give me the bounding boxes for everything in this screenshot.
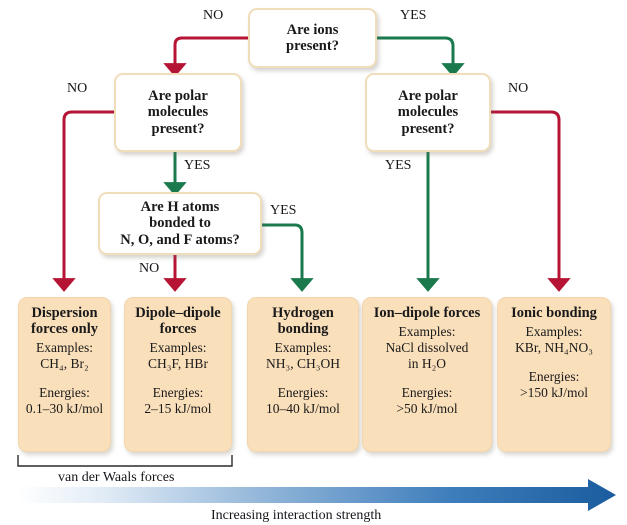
result-energies-value: 0.1–30 kJ/mol	[25, 400, 104, 416]
result-examples-value-2: in H₂O	[407, 356, 447, 372]
result-energies-value: 10–40 kJ/mol	[266, 400, 340, 416]
result-energies-label: Energies:	[401, 385, 453, 401]
edge-label-polar-left-no: NO	[67, 81, 88, 96]
question-line-3: present?	[151, 120, 205, 137]
result-title-line-1: Dipole–dipole	[135, 305, 221, 321]
result-box-dipole-dipole-forces[interactable]: Dipole–dipole forces Examples: CH₃F, HBr…	[124, 297, 232, 452]
edge-h-atoms-yes	[262, 223, 314, 292]
question-line-2: present?	[286, 38, 339, 54]
result-energies-label: Energies:	[277, 384, 329, 400]
edge-polar-right-no	[491, 110, 571, 292]
result-title-line-2: bonding	[277, 320, 329, 337]
van-der-waals-label: van der Waals forces	[58, 470, 175, 485]
edge-label-polar-right-no: NO	[508, 81, 529, 96]
result-box-hydrogen-bonding[interactable]: Hydrogen bonding Examples: NH₃, CH₃OH En…	[247, 297, 359, 452]
result-title-line-1: Ion–dipole forces	[373, 305, 481, 321]
result-energies-label: Energies:	[39, 384, 90, 400]
increasing-strength-label: Increasing interaction strength	[211, 508, 382, 523]
result-energies-value: 2–15 kJ/mol	[144, 400, 212, 416]
question-line-2: molecules	[147, 104, 209, 121]
result-examples-value: NaCl dissolved	[385, 339, 469, 355]
result-box-ion-dipole-forces[interactable]: Ion–dipole forces Examples: NaCl dissolv…	[362, 297, 492, 452]
result-examples-label: Examples:	[149, 339, 207, 355]
result-box-dispersion-forces[interactable]: Dispersion forces only Examples: CH₄, Br…	[18, 297, 111, 452]
result-examples-value: NH₃, CH₃OH	[266, 355, 340, 371]
result-box-ionic-bonding[interactable]: Ionic bonding Examples: KBr, NH₄NO₃ Ener…	[497, 297, 611, 452]
result-examples-label: Examples:	[398, 323, 456, 339]
edge-label-polar-left-yes: YES	[184, 158, 211, 173]
result-examples-label: Examples:	[274, 339, 332, 355]
result-title-line-1: Dispersion	[31, 305, 98, 321]
question-line-3: N, O, and F atoms?	[120, 231, 240, 248]
result-title-line-2: forces	[159, 320, 197, 337]
result-title-line-2: forces only	[31, 320, 98, 337]
question-line-3: present?	[401, 120, 455, 137]
question-box-are-h-atoms-bonded[interactable]: Are H atoms bonded to N, O, and F atoms?	[98, 192, 262, 255]
question-box-are-polar-molecules-present-right[interactable]: Are polar molecules present?	[365, 73, 491, 152]
result-examples-value: CH₄, Br₂	[40, 355, 89, 371]
question-line-2: bonded to	[149, 215, 211, 232]
question-box-are-ions-present[interactable]: Are ions present?	[248, 8, 377, 68]
result-examples-label: Examples:	[36, 339, 93, 355]
question-line-1: Are ions	[286, 21, 339, 38]
edge-ions-no	[163, 36, 248, 77]
result-energies-label: Energies:	[152, 384, 204, 400]
question-line-2: molecules	[397, 104, 459, 121]
van-der-waals-bracket	[17, 455, 233, 467]
edge-label-ions-yes: YES	[400, 8, 427, 23]
result-energies-value: >150 kJ/mol	[520, 384, 588, 400]
result-examples-label: Examples:	[525, 323, 583, 339]
result-energies-label: Energies:	[528, 369, 580, 385]
result-energies-value: >50 kJ/mol	[396, 401, 458, 417]
result-examples-value: CH₃F, HBr	[148, 355, 208, 371]
edge-label-h-atoms-no: NO	[139, 261, 160, 276]
edge-label-polar-right-yes: YES	[385, 158, 412, 173]
edge-label-ions-no: NO	[203, 8, 224, 23]
result-title-line-1: Ionic bonding	[511, 305, 597, 321]
result-examples-value: KBr, NH₄NO₃	[515, 339, 593, 355]
result-title-line-1: Hydrogen	[272, 305, 334, 321]
edge-label-h-atoms-yes: YES	[270, 203, 297, 218]
question-line-1: Are H atoms	[140, 198, 220, 215]
edge-ions-yes	[377, 36, 465, 77]
question-line-1: Are polar	[398, 87, 458, 104]
question-box-are-polar-molecules-present-left[interactable]: Are polar molecules present?	[114, 73, 242, 152]
question-line-1: Are polar	[148, 87, 208, 104]
